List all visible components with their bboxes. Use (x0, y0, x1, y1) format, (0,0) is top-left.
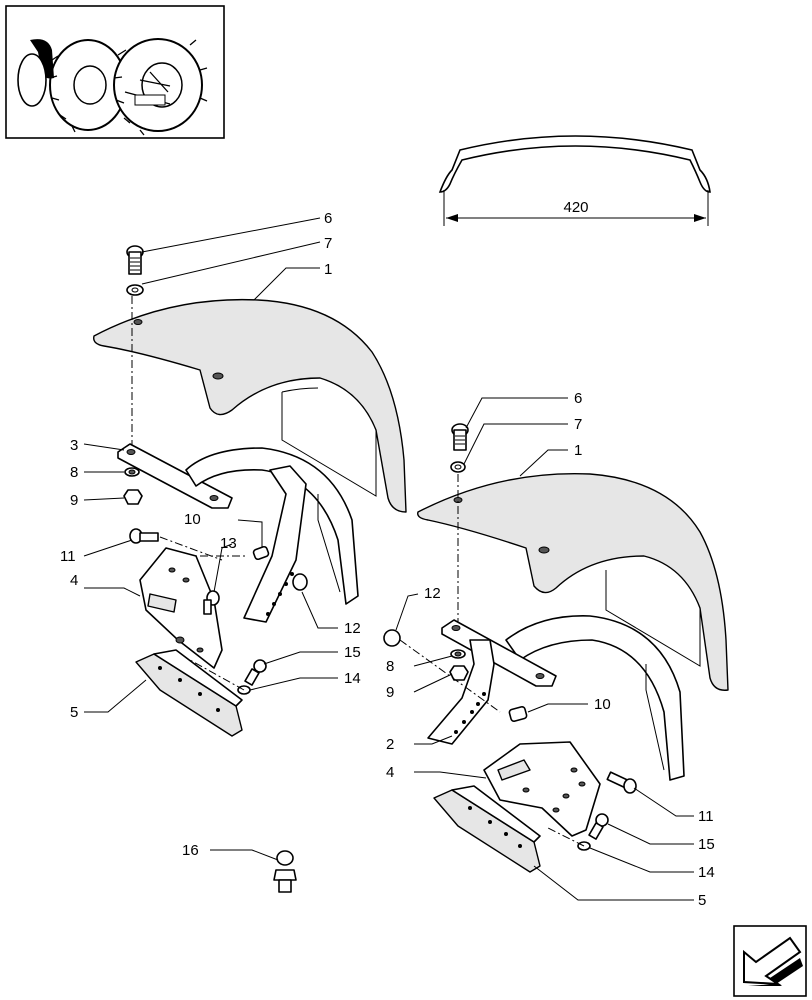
washer-7-left (126, 284, 144, 296)
fender-profile-dimension: 420 (438, 135, 711, 226)
callout-10-left: 10 (184, 511, 201, 528)
callout-5-left: 5 (70, 704, 78, 721)
next-page-arrow-icon[interactable] (733, 925, 807, 997)
bracket-4-right (483, 741, 601, 837)
callout-12-left: 12 (344, 620, 361, 637)
bushing-10-left (252, 545, 270, 561)
callout-9-left: 9 (70, 492, 78, 509)
nut-9-right (449, 665, 469, 681)
bracket-5-right (433, 785, 541, 873)
washer-7-right (450, 461, 466, 473)
bracket-3-left (117, 443, 233, 509)
callout-4-left: 4 (70, 572, 78, 589)
callout-5-right: 5 (698, 892, 706, 909)
callout-10-right: 10 (594, 696, 611, 713)
callout-4-right: 4 (386, 764, 394, 781)
callout-8-left: 8 (70, 464, 78, 481)
fender-1-left (93, 298, 407, 513)
callout-14-left: 14 (344, 670, 361, 687)
callout-6-right: 6 (574, 390, 582, 407)
left-fender-assembly (93, 245, 407, 737)
bushing-12-left (292, 573, 308, 591)
bolt-15-left (244, 659, 267, 686)
tractor-wheel-thumbnail-icon[interactable] (5, 5, 225, 139)
callout-16: 16 (182, 842, 199, 859)
fender-1-right (417, 472, 729, 691)
leader-lines (83, 217, 694, 901)
callout-7-right: 7 (574, 416, 582, 433)
bracket-3-right (441, 619, 557, 687)
right-fender-assembly (383, 423, 729, 873)
screw-6-right (451, 423, 469, 451)
fender-inner-arch-right (505, 615, 685, 781)
callout-15-left: 15 (344, 644, 361, 661)
grease-nipple-16 (273, 850, 297, 893)
screw-6-left (126, 245, 144, 275)
fender-inner-arch-left (185, 447, 359, 605)
strap-left (243, 465, 307, 623)
callout-1-right: 1 (574, 442, 582, 459)
bolt-15-right (588, 813, 609, 840)
bolt-11-left (129, 528, 159, 544)
callout-7-left: 7 (324, 235, 332, 252)
callout-1-left: 1 (324, 261, 332, 278)
nut-9-left (123, 489, 143, 505)
bracket-4-left (139, 547, 223, 669)
callout-15-right: 15 (698, 836, 715, 853)
callout-8-right: 8 (386, 658, 394, 675)
callout-12-right: 12 (424, 585, 441, 602)
callout-11-right: 11 (698, 808, 714, 825)
bushing-10-right (508, 706, 528, 722)
callout-9-right: 9 (386, 684, 394, 701)
callout-14-right: 14 (698, 864, 715, 881)
bracket-5-left (135, 649, 243, 737)
callout-13-left: 13 (220, 535, 237, 552)
strap-2-right (427, 639, 495, 745)
callout-2-right: 2 (386, 736, 394, 753)
washer-8-right (450, 649, 466, 659)
callout-6-left: 6 (324, 210, 332, 227)
callout-3-left: 3 (70, 437, 78, 454)
bolt-11-right (606, 771, 637, 794)
dimension-label: 420 (563, 199, 588, 216)
callout-labels: 6 7 1 3 8 9 10 13 11 4 12 15 14 5 6 7 1 … (60, 210, 715, 909)
bushing-12-right (383, 629, 401, 647)
washer-8-left (124, 467, 140, 477)
callout-11-left: 11 (60, 548, 76, 565)
bolt-13-left (203, 590, 220, 615)
